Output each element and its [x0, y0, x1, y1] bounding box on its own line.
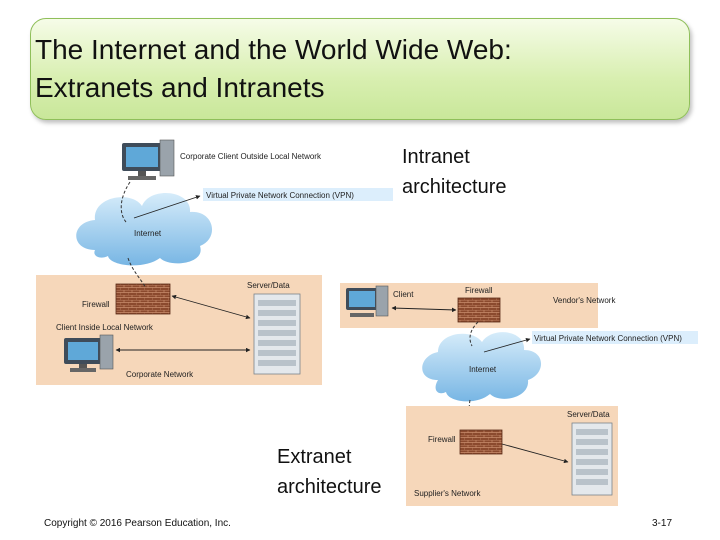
- page-number: 3-17: [652, 518, 673, 529]
- intranet-internet-label: Internet: [134, 229, 162, 238]
- extranet-firewall-bottom-label: Firewall: [428, 435, 456, 444]
- intranet-firewall-label: Firewall: [82, 300, 110, 309]
- vpn-pointer: [133, 195, 201, 219]
- outside-to-internet-link: [120, 181, 131, 223]
- title-box: The Internet and the World Wide Web: Ext…: [30, 18, 690, 120]
- extranet-firewall-top-icon: [457, 297, 501, 323]
- extranet-internet-cloud-icon: [422, 332, 542, 402]
- slide-title: The Internet and the World Wide Web: Ext…: [35, 31, 685, 107]
- intranet-caption: Intranet architecture: [402, 142, 542, 202]
- title-line-2: Extranets and Intranets: [35, 72, 325, 103]
- inside-client-computer-icon: [64, 334, 114, 372]
- intranet-caption-line1: Intranet: [402, 146, 470, 168]
- firewall-server-link: [171, 294, 251, 320]
- copyright-text: Copyright © 2016 Pearson Education, Inc.: [44, 518, 231, 529]
- vpn-label: Virtual Private Network Connection (VPN): [206, 191, 354, 200]
- extranet-client-label: Client: [393, 290, 414, 299]
- intranet-server-icon: [253, 293, 301, 375]
- vendor-network-label: Vendor's Network: [553, 296, 616, 305]
- extranet-client-computer-icon: [346, 285, 389, 317]
- extranet-vpn-label: Virtual Private Network Connection (VPN): [534, 334, 682, 343]
- extranet-internet-label: Internet: [469, 365, 497, 374]
- inside-client-label: Client Inside Local Network: [56, 323, 154, 332]
- extranet-firewall-bottom-icon: [459, 429, 503, 455]
- firewall-internet-link: [469, 321, 479, 347]
- internet-to-firewall-link: [127, 257, 147, 289]
- extranet-server-icon: [571, 422, 613, 496]
- extranet-caption-line2: architecture: [277, 476, 382, 498]
- title-line-1: The Internet and the World Wide Web:: [35, 34, 512, 65]
- extranet-caption: Extranet architecture: [277, 442, 417, 502]
- extranet-caption-line1: Extranet: [277, 446, 352, 468]
- corporate-network-label: Corporate Network: [126, 370, 194, 379]
- outside-client-label: Corporate Client Outside Local Network: [180, 152, 322, 161]
- firewall-server-link-extranet: [501, 443, 569, 464]
- outside-client-computer-icon: [122, 139, 175, 180]
- extranet-server-label: Server/Data: [567, 410, 610, 419]
- intranet-firewall-icon: [115, 283, 171, 315]
- intranet-diagram: Corporate Client Outside Local Network V…: [36, 139, 393, 385]
- client-firewall-link: [391, 305, 457, 313]
- supplier-network-label: Supplier's Network: [414, 489, 481, 498]
- extranet-firewall-top-label: Firewall: [465, 286, 493, 295]
- intranet-server-label: Server/Data: [247, 281, 290, 290]
- extranet-vpn-label-box: [532, 331, 698, 344]
- vpn-label-box: [203, 188, 393, 201]
- extranet-diagram: Client Firewall Vendor's Network Virtual…: [340, 283, 698, 506]
- intranet-caption-line2: architecture: [402, 176, 507, 198]
- internet-cloud-icon: [76, 193, 213, 266]
- extranet-vpn-pointer: [483, 337, 531, 353]
